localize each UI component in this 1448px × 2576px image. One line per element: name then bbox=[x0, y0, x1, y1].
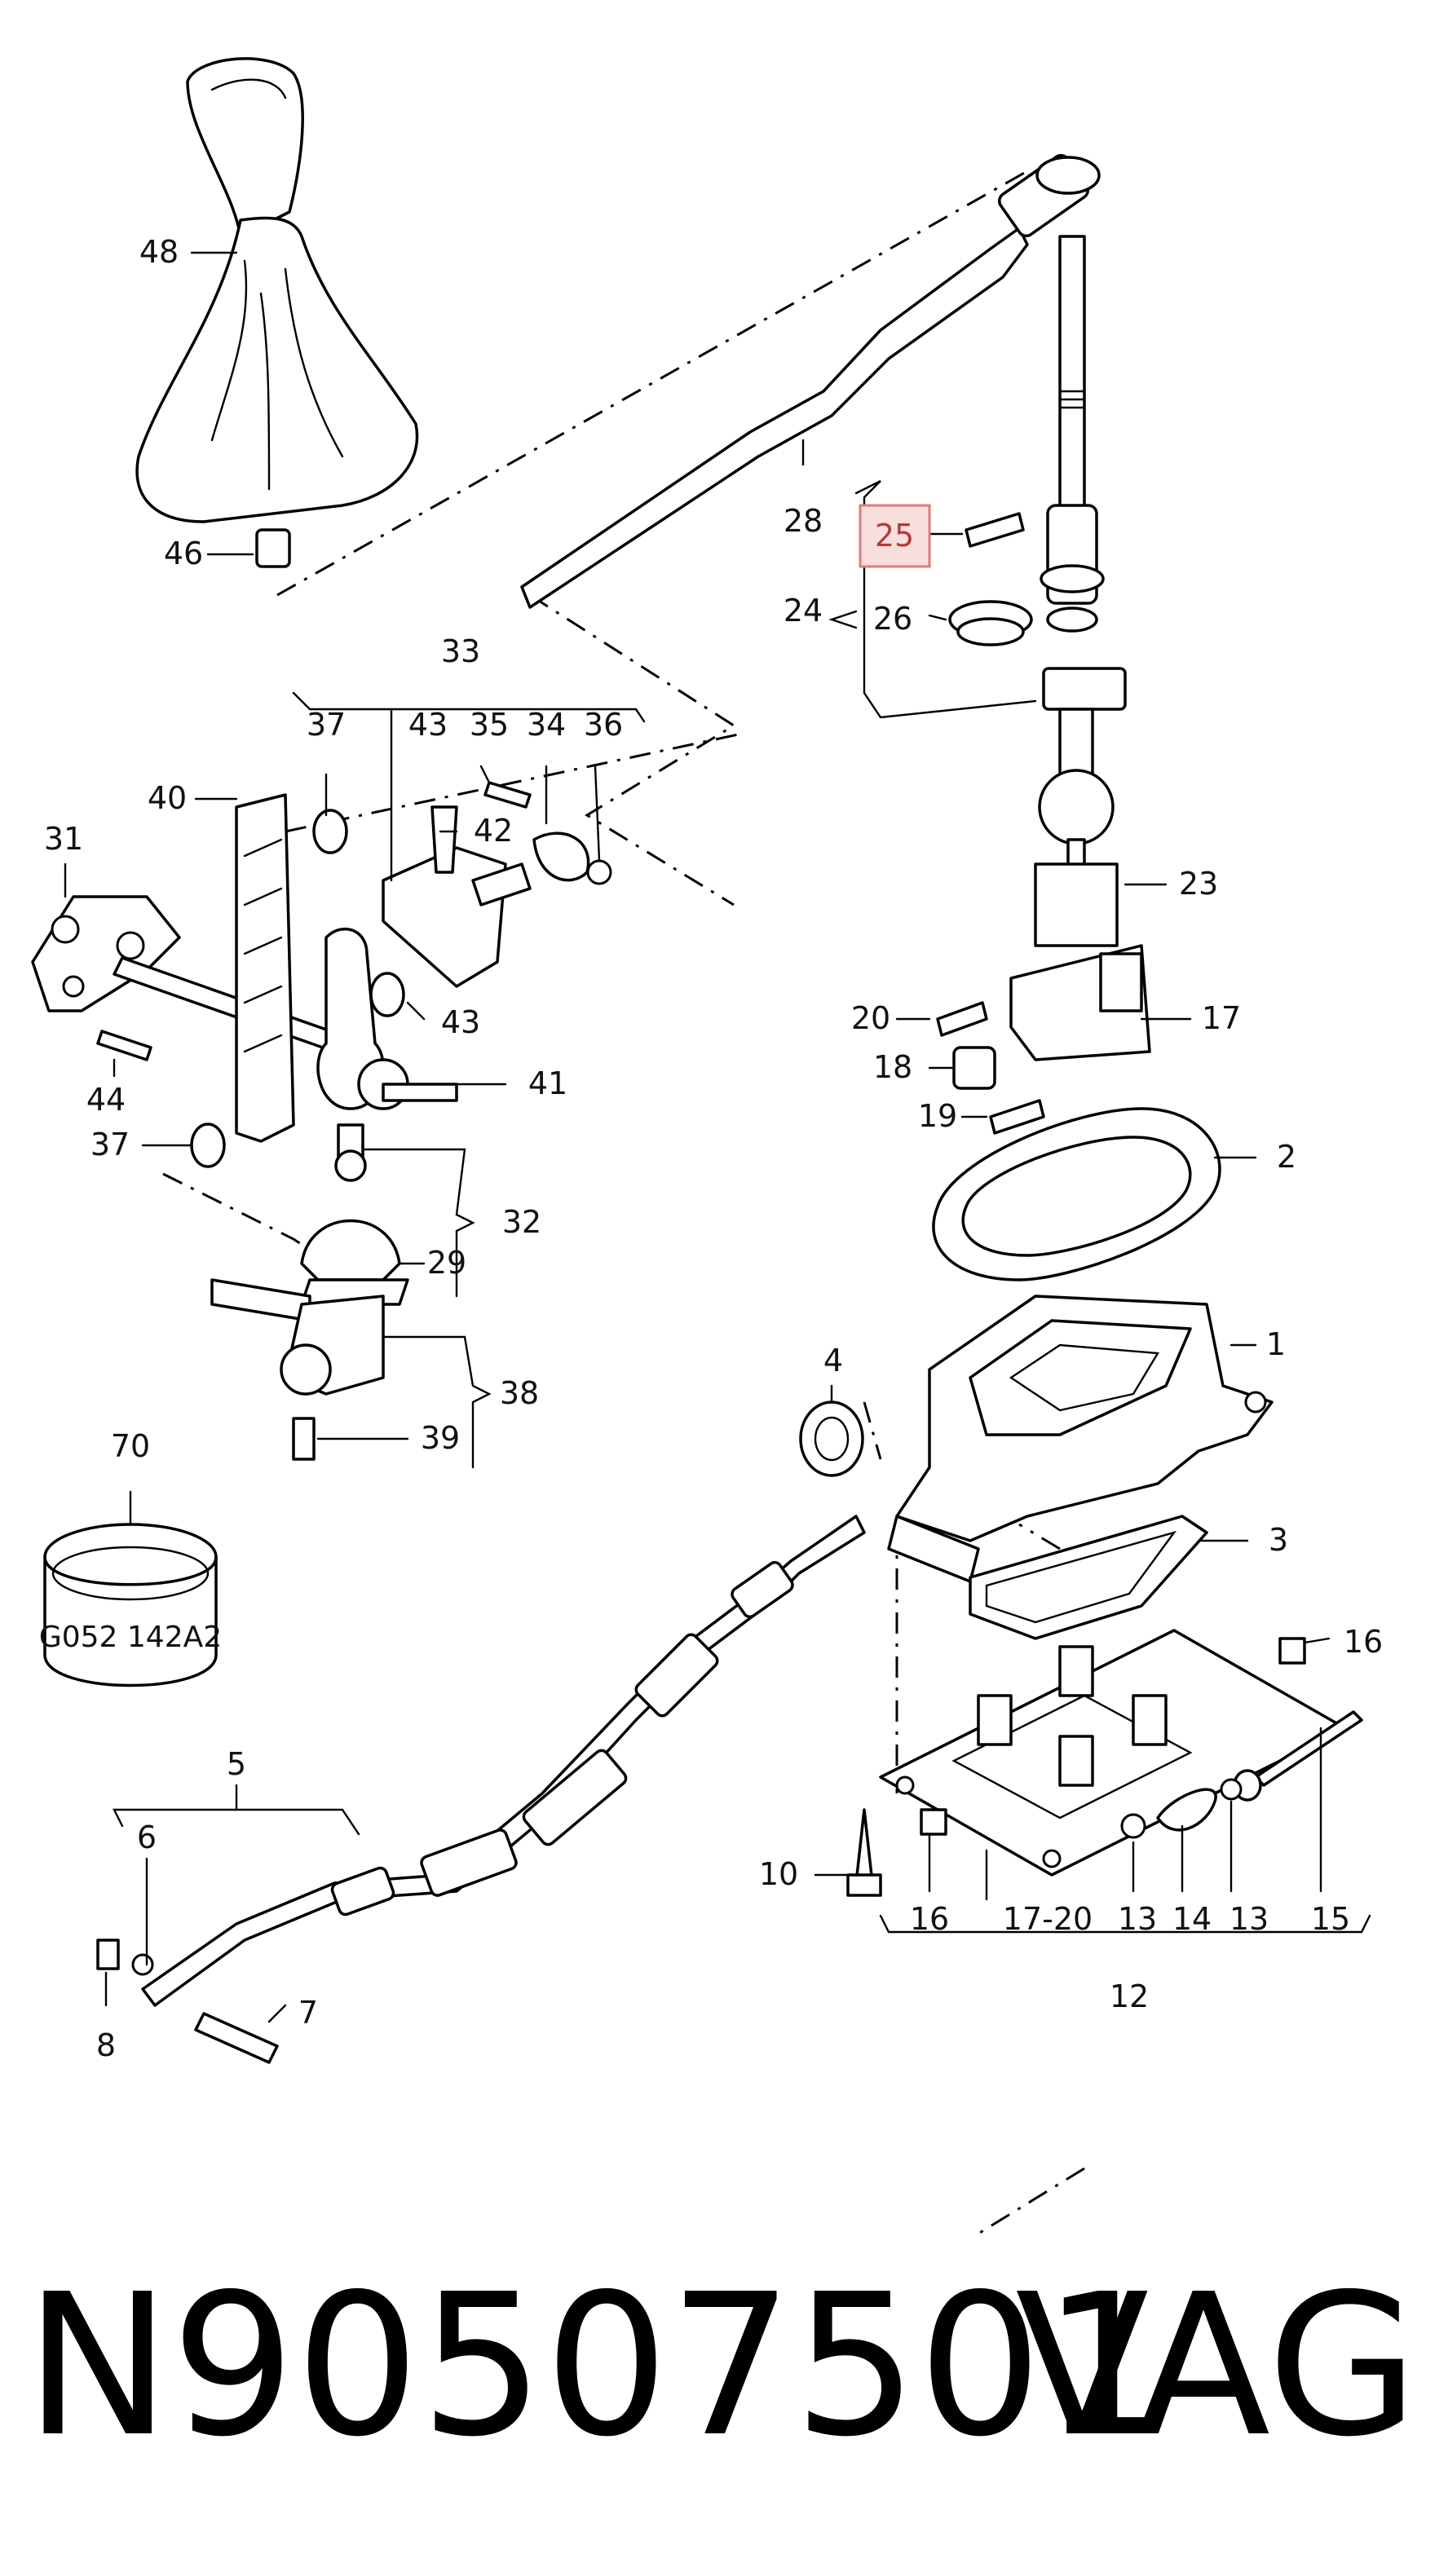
footer: N90507501 VAG bbox=[24, 2252, 1419, 2480]
label-18: 18 bbox=[873, 1049, 912, 1085]
label-48: 48 bbox=[139, 234, 179, 270]
label-43-top: 43 bbox=[408, 707, 448, 743]
label-8: 8 bbox=[96, 2027, 116, 2063]
gasket-part-2 bbox=[932, 1107, 1221, 1281]
label-37-top: 37 bbox=[307, 707, 346, 743]
assembly-dash-lines bbox=[162, 170, 1085, 2235]
label-7: 7 bbox=[298, 1995, 318, 2031]
label-31: 31 bbox=[44, 821, 83, 857]
cable-part-5 bbox=[96, 1515, 866, 2064]
label-40: 40 bbox=[148, 780, 187, 816]
label-29: 29 bbox=[427, 1245, 466, 1281]
label-13-right: 13 bbox=[1229, 1901, 1269, 1937]
label-32: 32 bbox=[502, 1204, 541, 1240]
label-43-bottom: 43 bbox=[441, 1004, 480, 1040]
label-35: 35 bbox=[470, 707, 509, 743]
label-16-bottom: 16 bbox=[910, 1901, 949, 1937]
label-26: 26 bbox=[873, 601, 912, 637]
label-16-top: 16 bbox=[1344, 1624, 1383, 1660]
label-12: 12 bbox=[1110, 1978, 1149, 2014]
label-44: 44 bbox=[86, 1082, 126, 1118]
label-20: 20 bbox=[851, 1000, 890, 1036]
label-1: 1 bbox=[1266, 1326, 1286, 1362]
label-10: 10 bbox=[759, 1856, 798, 1892]
label-5: 5 bbox=[227, 1746, 246, 1782]
label-46: 46 bbox=[164, 536, 203, 571]
gear-knob-part-48 bbox=[135, 57, 419, 568]
label-17: 17 bbox=[1202, 1000, 1241, 1036]
label-39: 39 bbox=[421, 1420, 460, 1456]
small-bolts-20-18-19 bbox=[936, 1001, 1045, 1135]
label-37-bottom: 37 bbox=[90, 1127, 130, 1162]
gasket-part-3 bbox=[969, 1515, 1208, 1640]
linkage-assembly-33 bbox=[31, 781, 612, 1461]
housing-part-1 bbox=[887, 1295, 1274, 1583]
label-42: 42 bbox=[474, 813, 513, 849]
label-24: 24 bbox=[784, 593, 823, 629]
brand-text: VAG bbox=[1015, 2252, 1419, 2480]
label-2: 2 bbox=[1277, 1139, 1296, 1175]
base-plate-part-12 bbox=[846, 1629, 1363, 1897]
shift-lever-column bbox=[948, 235, 1151, 1061]
highlight-box-25 bbox=[859, 504, 931, 568]
label-34: 34 bbox=[527, 707, 566, 743]
label-17-20: 17-20 bbox=[1003, 1901, 1093, 1937]
part-number-text: N90507501 bbox=[24, 2252, 1167, 2480]
leader-lines bbox=[64, 251, 1371, 2023]
label-38: 38 bbox=[500, 1375, 539, 1411]
grommet-part-4 bbox=[799, 1400, 864, 1477]
label-19: 19 bbox=[918, 1098, 957, 1134]
label-6: 6 bbox=[137, 1820, 157, 1855]
ring-part-70: G052 142A2 bbox=[39, 1523, 222, 1687]
label-33: 33 bbox=[441, 633, 480, 669]
callout-labels: 48 46 28 25 24 26 33 37 43 35 34 36 40 4… bbox=[44, 234, 1383, 2063]
ring-code-text: G052 142A2 bbox=[39, 1621, 222, 1654]
label-13-left: 13 bbox=[1118, 1901, 1157, 1937]
label-15: 15 bbox=[1311, 1901, 1350, 1937]
label-41: 41 bbox=[528, 1065, 567, 1101]
label-23: 23 bbox=[1179, 866, 1218, 902]
label-3: 3 bbox=[1269, 1522, 1288, 1558]
label-25: 25 bbox=[875, 518, 914, 554]
label-36: 36 bbox=[584, 707, 623, 743]
label-70: 70 bbox=[111, 1428, 150, 1464]
label-14: 14 bbox=[1172, 1901, 1212, 1937]
label-28: 28 bbox=[784, 503, 823, 539]
selector-rod-part-28 bbox=[520, 153, 1101, 609]
label-4: 4 bbox=[823, 1343, 843, 1378]
